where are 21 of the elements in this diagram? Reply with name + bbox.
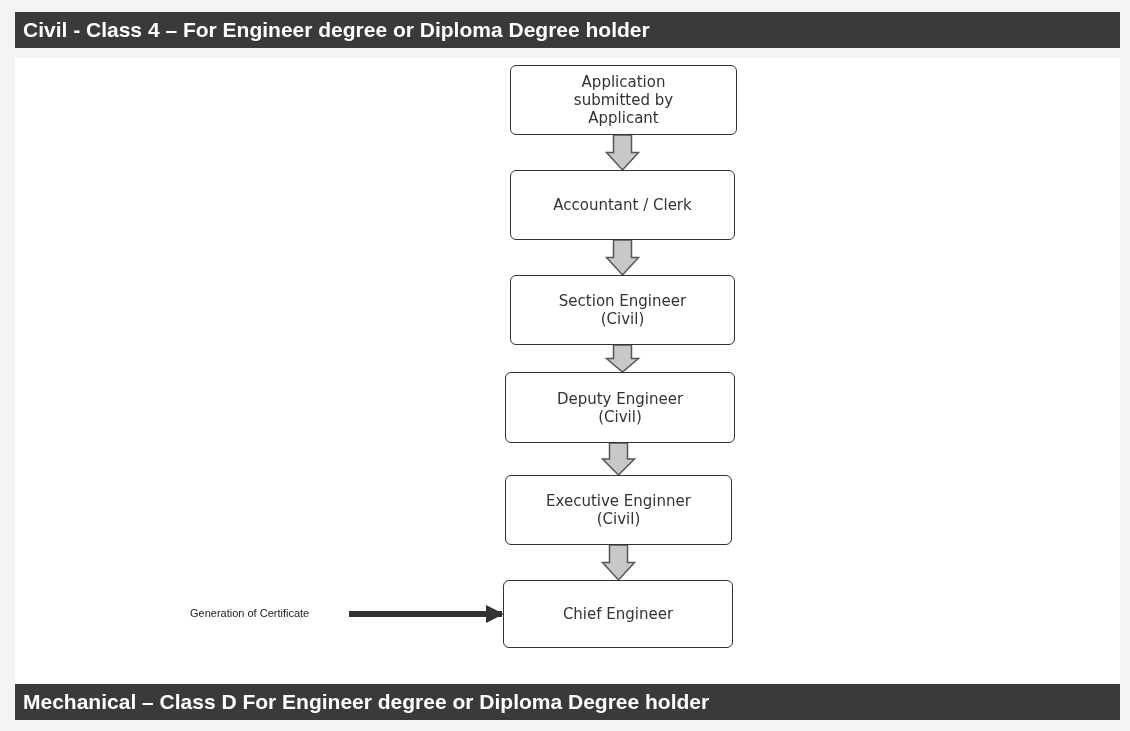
block-arrow	[604, 239, 641, 277]
block-arrow	[600, 442, 637, 477]
process-box	[510, 65, 737, 135]
process-box	[505, 372, 735, 443]
title-bar: Civil - Class 4 – For Engineer degree or Diploma Degree holder	[15, 12, 1120, 48]
note-text: Generation of Certificate	[190, 607, 310, 619]
process-box	[505, 475, 732, 545]
block-arrow	[600, 544, 637, 582]
box-text: Deputy Engineer (Civil)	[555, 389, 685, 426]
box-text: Executive Enginner (Civil)	[545, 492, 692, 528]
box-text: Accountant / Clerk	[553, 196, 692, 214]
box-text: Section Engineer (Civil)	[557, 292, 688, 328]
arrow	[349, 605, 504, 623]
box-text: Application submitted by Applicant	[572, 73, 675, 127]
process-box	[510, 275, 735, 345]
box-text: Chief Engineer	[562, 605, 674, 623]
process-box	[503, 580, 733, 648]
section-heading-bar: Mechanical – Class D For Engineer degree or Diploma Degree holder	[15, 684, 1120, 720]
process-box	[510, 170, 735, 240]
block-arrow	[604, 344, 641, 373]
block-arrow	[604, 134, 641, 172]
